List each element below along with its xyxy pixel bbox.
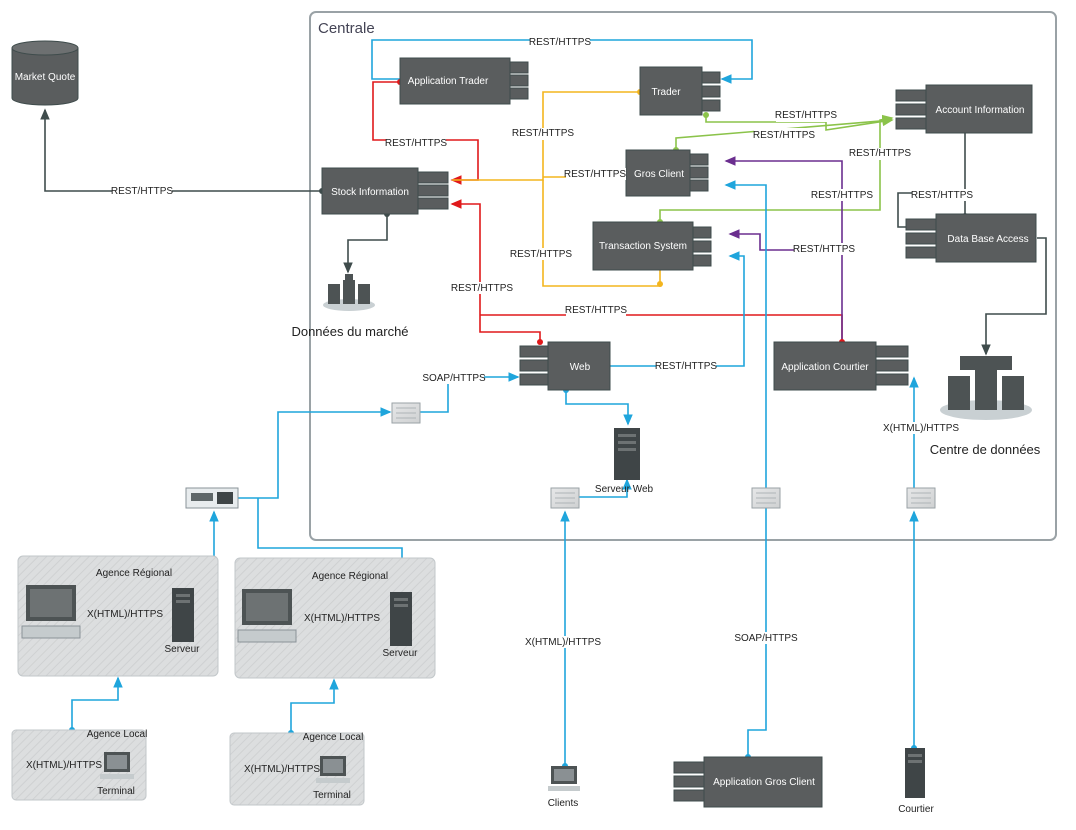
conn-courtier-grosclient [724,156,843,342]
stock-information-component[interactable]: Stock Information [321,167,449,215]
conn-web-serveurweb [565,390,633,426]
conn-web-stock [450,199,541,342]
proto-grosclient-account: REST/HTTPS [753,130,816,141]
conn-stock-marketquote [40,108,322,192]
clients-label: Clients [548,798,579,809]
web-label: Web [570,362,591,373]
proto-db-account: REST/HTTPS [911,190,974,201]
data-base-access-component[interactable]: Data Base Access [905,213,1037,263]
proto-transaction-account: REST/HTTPS [849,148,912,159]
conn-transaction-stock [542,180,661,287]
firewall-icon-gros-client [751,487,781,509]
firewall-icon-agences [391,402,421,424]
agence-regional-1: Agence Régional Serveur X(HTML)/HTTPS [17,555,219,677]
agence-regional-2: Agence Régional Serveur X(HTML)/HTTPS [234,557,436,679]
conn-fwclients-serveurweb [577,478,632,498]
proto-courtier-grosclient: REST/HTTPS [811,190,874,201]
transaction-system-component[interactable]: Transaction System [592,221,712,271]
trader-label: Trader [651,87,681,98]
application-courtier-label: Application Courtier [781,362,869,373]
courtier-server-icon [905,748,925,798]
centre-donnees-server-icon [940,356,1032,420]
donnees-marche-label: Données du marché [291,324,408,339]
desktop-pc-icon [237,589,297,643]
account-information-label: Account Information [936,105,1025,116]
conn-grosclient-account [675,116,894,150]
proto-trader-account: REST/HTTPS [775,110,838,121]
server-tower-icon [390,592,412,646]
terminal-icon [316,756,350,783]
agence-regional-1-label: Agence Régional [96,568,172,579]
serveur-web-label: Serveur Web [595,484,654,495]
proto-grosclient-stock: REST/HTTPS [564,169,627,180]
application-gros-client-label: Application Gros Client [713,777,815,788]
proto-clients: X(HTML)/HTTPS [525,637,601,648]
application-trader-component[interactable]: Application Trader [399,57,529,105]
central-frame [309,11,1057,541]
centre-donnees-label: Centre de données [930,442,1041,457]
data-base-access-label: Data Base Access [947,234,1028,245]
central-title: Centrale [318,20,375,37]
serveur-2-label: Serveur [382,648,418,659]
serveur-1-label: Serveur [164,644,200,655]
desktop-pc-icon [21,585,81,639]
agence-local-2: Agence Local Terminal X(HTML)/HTTPS [229,732,365,806]
conn-db-centre [981,237,1047,356]
agence-local-1: Agence Local Terminal X(HTML)/HTTPS [11,729,148,801]
agence-regional-2-label: Agence Régional [312,571,388,582]
conn-transaction-account [659,114,894,222]
proto-web-stock: REST/HTTPS [451,283,514,294]
firewall-icon-clients [550,487,580,509]
agence-local-2-protocol: X(HTML)/HTTPS [244,764,320,775]
proto-stock-marketquote: REST/HTTPS [111,186,174,197]
proto-trader-stock: REST/HTTPS [512,128,575,139]
application-courtier-component[interactable]: Application Courtier [773,341,909,391]
terminal-icon [100,752,134,779]
proto-web-transaction: REST/HTTPS [655,361,718,372]
web-component[interactable]: Web [519,341,611,391]
proto-transaction-stock: REST/HTTPS [510,249,573,260]
agence-regional-2-protocol: X(HTML)/HTTPS [304,613,380,624]
account-information-component[interactable]: Account Information [895,84,1033,134]
market-quote-label: Market Quote [15,72,76,83]
proto-courtier-transaction: REST/HTTPS [793,244,856,255]
conn-local1-regional1 [71,676,123,730]
conn-appgrosclient-grosclient [724,180,767,757]
proto-courtier-stock: REST/HTTPS [565,305,628,316]
proto-gros-client: SOAP/HTTPS [734,633,798,644]
firewall-icon-courtier [906,487,936,509]
clients-terminal-icon [548,766,580,791]
protocol-labels: REST/HTTPS REST/HTTPS REST/HTTPS REST/HT… [111,36,974,648]
terminal-2-label: Terminal [313,790,351,801]
transaction-system-label: Transaction System [599,241,687,252]
courtier-label: Courtier [898,804,934,815]
application-gros-client-component[interactable]: Application Gros Client [673,756,823,808]
application-trader-label: Application Trader [408,76,489,87]
proto-apptrader-stock: REST/HTTPS [385,138,448,149]
server-tower-icon [172,588,194,642]
trader-component[interactable]: Trader [639,66,721,116]
serveur-web-icon [614,428,640,480]
conn-stock-donnees [343,214,388,274]
conn-local2-regional2 [290,678,339,733]
agence-local-1-label: Agence Local [87,729,148,740]
proto-courtier: X(HTML)/HTTPS [883,423,959,434]
donnees-marche-server-icon [323,274,375,311]
agence-local-2-label: Agence Local [303,732,364,743]
gros-client-label: Gros Client [634,169,684,180]
terminal-1-label: Terminal [97,786,135,797]
gros-client-component[interactable]: Gros Client [625,149,709,197]
market-quote-database[interactable]: Market Quote [11,40,79,106]
stock-information-label: Stock Information [331,187,409,198]
agence-regional-1-protocol: X(HTML)/HTTPS [87,609,163,620]
proto-apptrader-trader: REST/HTTPS [529,37,592,48]
agence-local-1-protocol: X(HTML)/HTTPS [26,760,102,771]
proto-fw-web: SOAP/HTTPS [422,373,486,384]
network-switch-icon [185,487,239,509]
